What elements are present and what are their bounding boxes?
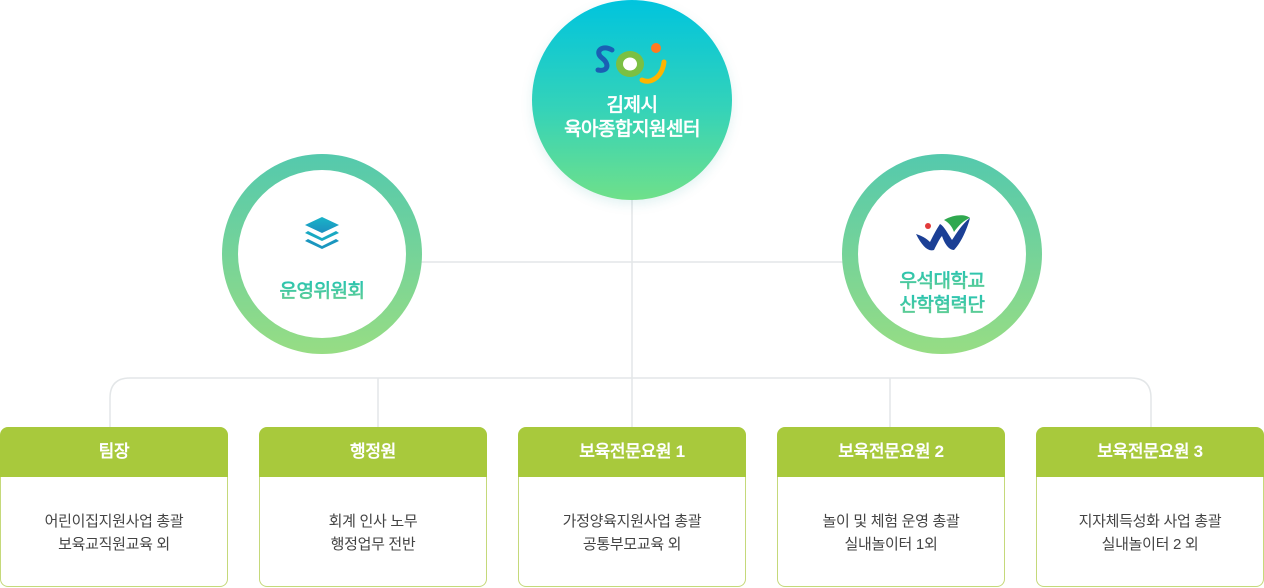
university-label-line1: 우석대학교 bbox=[858, 270, 1026, 294]
childcare-specialist-1-duty-1: 가정양육지원사업 총괄 bbox=[562, 513, 702, 530]
admin-staff-duty-1: 회계 인사 노무 bbox=[328, 513, 418, 530]
childcare-specialist-1-header: 보육전문요원 1 bbox=[518, 427, 746, 477]
center-node: 김제시 육아종합지원센터 bbox=[532, 0, 732, 200]
university-node-inner: 우석대학교 산학협력단 bbox=[858, 170, 1026, 338]
team-leader-header: 팀장 bbox=[0, 427, 228, 477]
admin-staff-card: 회계 인사 노무 행정업무 전반 bbox=[259, 477, 487, 587]
committee-node-inner: 운영위원회 bbox=[238, 170, 406, 338]
childcare-specialist-3-header: 보육전문요원 3 bbox=[1036, 427, 1264, 477]
admin-staff-header: 행정원 bbox=[259, 427, 487, 477]
center-title-line2: 육아종합지원센터 bbox=[564, 119, 700, 140]
team-leader-duty-2: 보육교직원교육 외 bbox=[58, 536, 170, 553]
committee-node: 운영위원회 bbox=[222, 154, 422, 354]
childcare-specialist-2-duty-2: 실내놀이터 1외 bbox=[844, 536, 938, 553]
admin-staff-duty-2: 행정업무 전반 bbox=[330, 536, 416, 553]
team-leader-card: 어린이집지원사업 총괄 보육교직원교육 외 bbox=[0, 477, 228, 587]
childcare-specialist-2-card: 놀이 및 체험 운영 총괄 실내놀이터 1외 bbox=[777, 477, 1005, 587]
committee-label: 운영위원회 bbox=[238, 280, 406, 304]
childcare-specialist-3-card: 지자체득성화 사업 총괄 실내놀이터 2 외 bbox=[1036, 477, 1264, 587]
soi-logo-icon bbox=[595, 43, 667, 84]
childcare-specialist-3-duty-2: 실내놀이터 2 외 bbox=[1101, 536, 1199, 553]
center-title-line1: 김제시 bbox=[606, 95, 658, 116]
team-leader-duty-1: 어린이집지원사업 총괄 bbox=[44, 513, 184, 530]
childcare-specialist-1-card: 가정양육지원사업 총괄 공통부모교육 외 bbox=[518, 477, 746, 587]
childcare-specialist-1-duty-2: 공통부모교육 외 bbox=[582, 536, 682, 553]
childcare-specialist-3-duty-1: 지자체득성화 사업 총괄 bbox=[1078, 513, 1222, 530]
childcare-specialist-2-duty-1: 놀이 및 체험 운영 총괄 bbox=[822, 513, 960, 530]
layers-icon bbox=[305, 217, 339, 249]
woosuk-university-logo-icon bbox=[916, 215, 970, 251]
childcare-specialist-2-header: 보육전문요원 2 bbox=[777, 427, 1005, 477]
university-node: 우석대학교 산학협력단 bbox=[842, 154, 1042, 354]
university-label-line2: 산학협력단 bbox=[858, 294, 1026, 318]
